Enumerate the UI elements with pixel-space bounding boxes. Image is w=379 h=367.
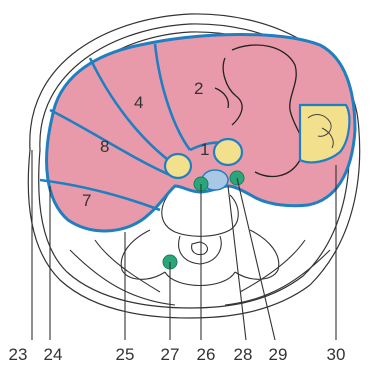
callout-label-28: 28: [234, 345, 253, 364]
segment-label-7: 7: [82, 191, 91, 210]
yellow-node-left: [165, 154, 191, 178]
callout-label-23: 23: [9, 345, 28, 364]
segment-label-4: 4: [134, 93, 143, 112]
segment-label-2: 2: [194, 79, 203, 98]
segment-label-1: 1: [200, 140, 209, 159]
callout-labels: 23 24 25 27 26 28 29 30: [9, 345, 346, 364]
yellow-node-right: [214, 139, 242, 165]
callout-label-24: 24: [44, 345, 63, 364]
callout-label-29: 29: [269, 345, 288, 364]
callout-label-26: 26: [197, 345, 216, 364]
callout-label-27: 27: [161, 345, 180, 364]
callout-label-25: 25: [116, 345, 135, 364]
callout-label-30: 30: [327, 345, 346, 364]
segment-label-8: 8: [100, 137, 109, 156]
